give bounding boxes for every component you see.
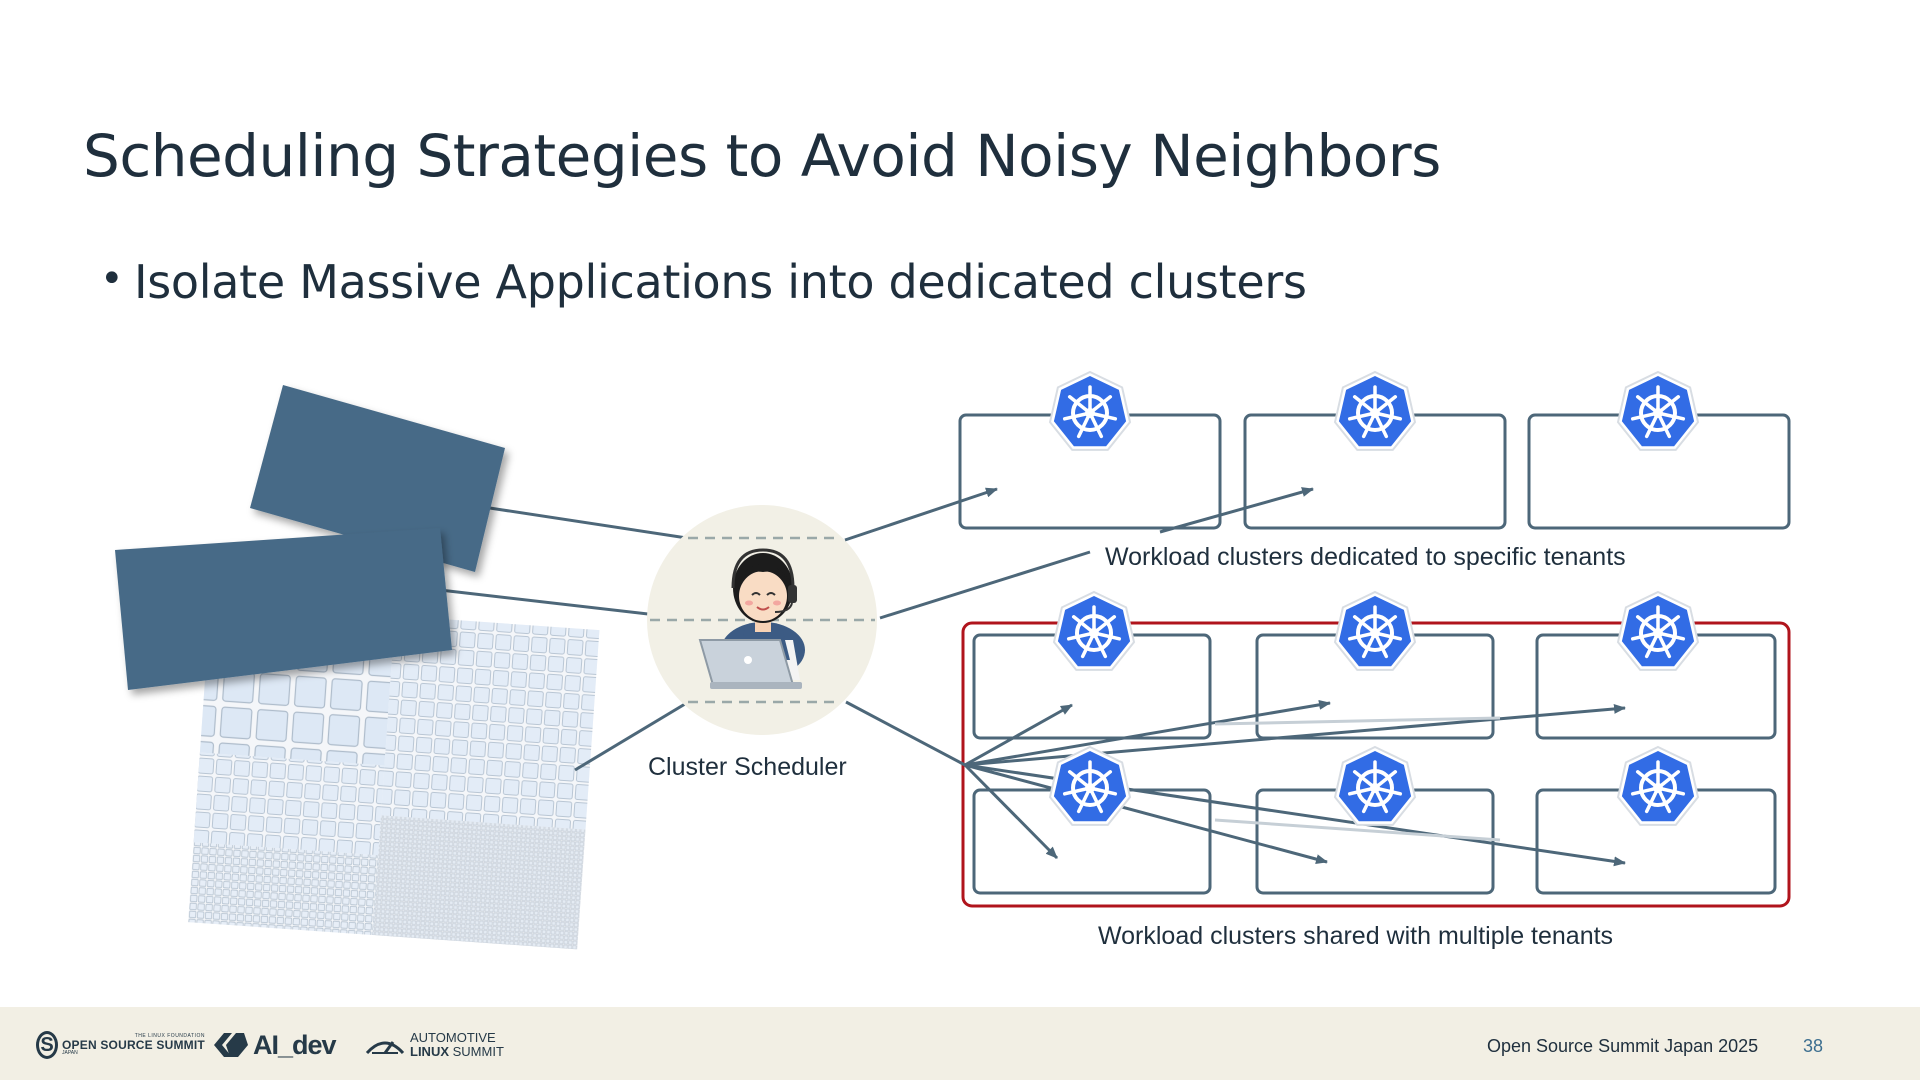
- kubernetes-icon: [1335, 372, 1415, 450]
- footer-bar: S THE LINUX FOUNDATION OPEN SOURCE SUMMI…: [0, 1007, 1920, 1080]
- oss-region-text: JAPAN: [62, 1051, 205, 1056]
- kubernetes-icon: [1618, 592, 1698, 670]
- kubernetes-icon: [1050, 747, 1130, 825]
- kubernetes-icon: [1054, 592, 1134, 670]
- als-line2b-text: SUMMIT: [449, 1044, 504, 1059]
- dedicated-clusters-label: Workload clusters dedicated to specific …: [1105, 543, 1626, 572]
- open-source-summit-logo: S THE LINUX FOUNDATION OPEN SOURCE SUMMI…: [36, 1029, 205, 1061]
- ai-dev-mark-icon: [212, 1031, 250, 1059]
- kubernetes-icon: [1335, 747, 1415, 825]
- kubernetes-icon: [1335, 592, 1415, 670]
- oss-main-text: OPEN SOURCE SUMMIT: [62, 1039, 205, 1051]
- als-line2-text: LINUX: [410, 1044, 449, 1059]
- event-name: Open Source Summit Japan 2025: [1487, 1036, 1758, 1057]
- oss-s-icon: S: [36, 1031, 58, 1059]
- scheduler-node: [647, 505, 877, 735]
- ai-dev-logo: AI_dev: [212, 1029, 336, 1061]
- kubernetes-icon: [1618, 372, 1698, 450]
- kubernetes-icon: [1050, 372, 1130, 450]
- kubernetes-icon: [1618, 747, 1698, 825]
- als-mark-icon: [364, 1033, 406, 1057]
- page-number: 38: [1803, 1036, 1823, 1057]
- shared-clusters-label: Workload clusters shared with multiple t…: [1098, 922, 1613, 951]
- automotive-linux-summit-logo: AUTOMOTIVE LINUX SUMMIT: [364, 1029, 504, 1061]
- scheduler-label: Cluster Scheduler: [648, 753, 847, 782]
- cluster-diagram: [0, 0, 1920, 1000]
- ai-dev-text: AI_dev: [253, 1030, 336, 1061]
- als-line1-text: AUTOMOTIVE: [410, 1031, 504, 1045]
